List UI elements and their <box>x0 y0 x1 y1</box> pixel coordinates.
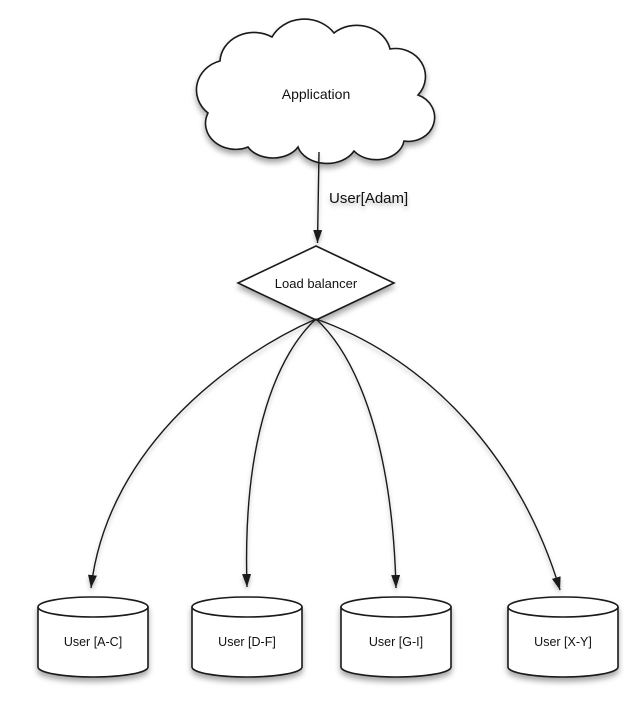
application-label: Application <box>282 86 351 102</box>
cylinder-icon <box>507 607 619 678</box>
load-balancer-node: Load balancer <box>236 245 396 321</box>
edge-app-to-lb: User[Adam] <box>313 151 408 244</box>
edge-app-to-lb-label: User[Adam] <box>329 190 408 207</box>
edge-app-to-lb-line <box>313 151 323 244</box>
edge-lb-to-shard-2 <box>242 318 317 588</box>
db-shard-label-2: User [D-F] <box>218 635 276 649</box>
cylinder-top-icon <box>507 596 619 618</box>
cloud-icon <box>195 18 436 165</box>
db-shard-node-4: User [X-Y] <box>507 596 619 678</box>
db-shard-node-1: User [A-C] <box>37 596 149 678</box>
cylinder-top-icon <box>340 596 452 618</box>
load-balancer-label: Load balancer <box>275 276 358 291</box>
edge-lb-to-shard-3 <box>315 318 401 589</box>
cylinder-top-icon <box>191 596 303 618</box>
application-node: Application <box>195 18 436 165</box>
cylinder-icon <box>191 607 303 678</box>
db-shard-label-4: User [X-Y] <box>534 635 592 649</box>
cylinder-icon <box>340 607 452 678</box>
diamond-icon <box>236 245 396 321</box>
db-shard-node-3: User [G-I] <box>340 596 452 678</box>
db-shard-node-2: User [D-F] <box>191 596 303 678</box>
db-shard-label-3: User [G-I] <box>369 635 423 649</box>
edge-lb-to-shard-4 <box>315 318 561 591</box>
edges-lb-to-shards <box>88 318 561 591</box>
cylinder-icon <box>37 607 149 678</box>
edge-lb-to-shard-1 <box>88 318 317 589</box>
db-shard-label-1: User [A-C] <box>64 635 122 649</box>
cylinder-top-icon <box>37 596 149 618</box>
